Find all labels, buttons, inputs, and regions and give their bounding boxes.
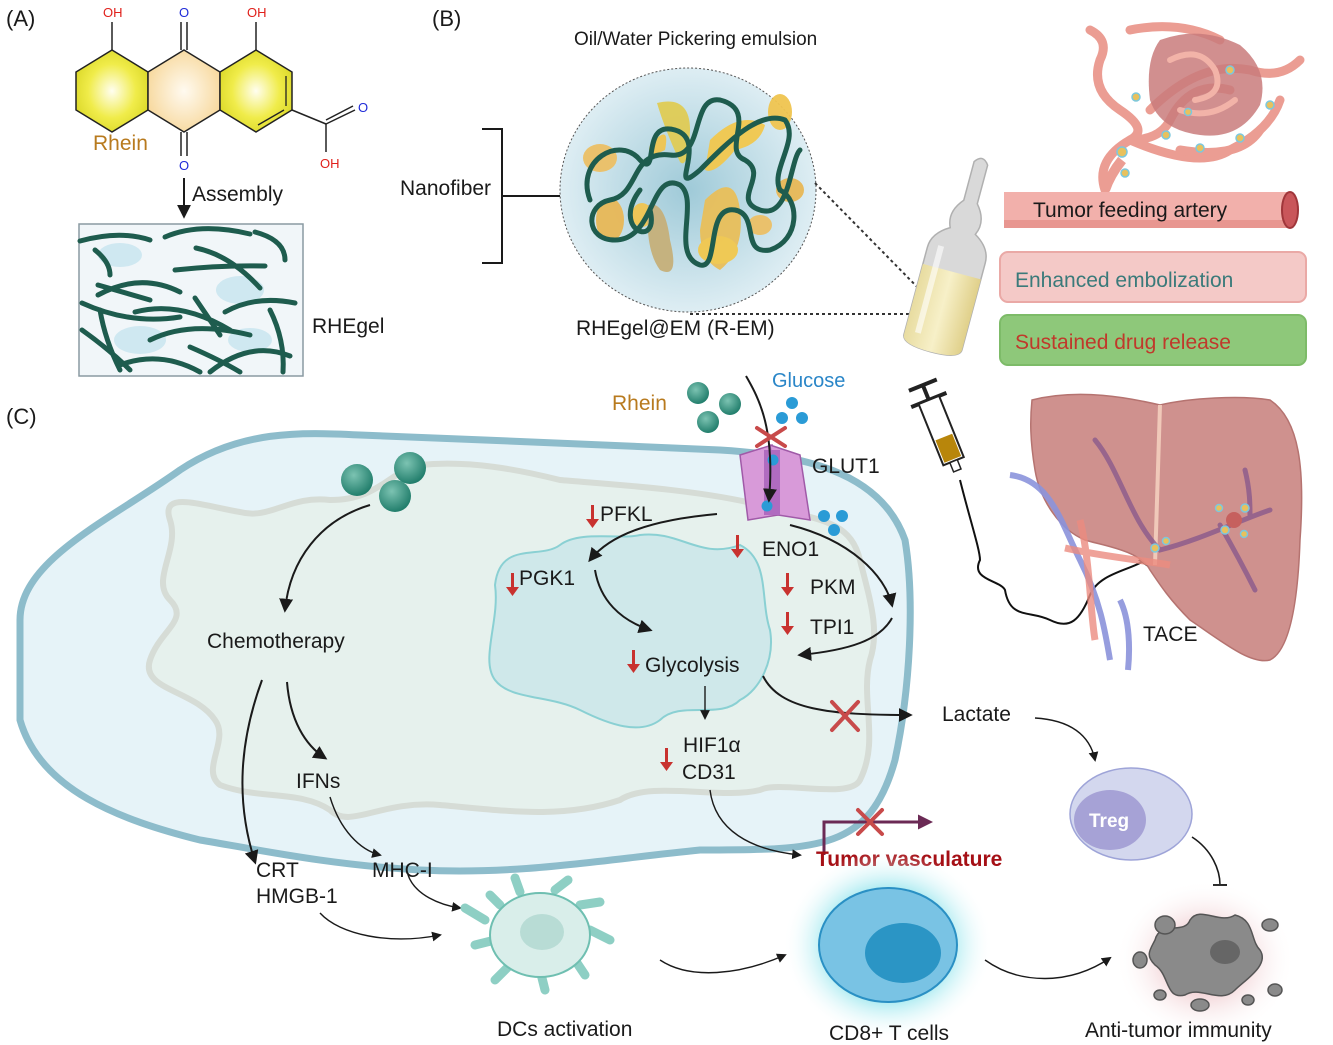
immunity-label: Anti-tumor immunity (1085, 1019, 1272, 1042)
enzyme-eno1: ENO1 (762, 538, 819, 561)
dendritic-cell (460, 873, 615, 995)
rhegel-box (77, 223, 304, 377)
enzyme-pkm: PKM (810, 576, 856, 599)
panel-a-label: (A) (6, 6, 35, 31)
emulsion-title: Oil/Water Pickering emulsion (574, 29, 817, 50)
down-arrow-tpi1 (781, 612, 794, 635)
dc-to-tcell-arrow (659, 953, 787, 974)
down-arrow-pkm (781, 573, 794, 596)
ifn-to-mhc-arrow (329, 796, 382, 858)
chemo-to-crt-arrow (241, 679, 263, 865)
vasculature-blocked-arrow (822, 808, 933, 855)
panel-c-label: (C) (6, 404, 37, 429)
down-arrow-pgk1 (506, 573, 519, 596)
dying-tumor-icon (1115, 880, 1295, 1040)
tpi1-to-glycolysis-arrow (797, 617, 893, 661)
hmgb1-to-dc-arrow (319, 912, 442, 942)
effect-label: Enhanced embolization (1015, 269, 1233, 292)
lactate-label: Lactate (942, 703, 1011, 726)
rhein-to-chemo-arrow (279, 504, 371, 613)
enzyme-pfkl: PFKL (600, 503, 653, 526)
glycolysis-to-lactate-arrow (762, 675, 913, 722)
atom-o-bottom: O (179, 158, 189, 173)
ring-middle (147, 49, 221, 133)
treg-inhibit-line (1191, 836, 1221, 886)
pathway-arrow-right (789, 524, 897, 608)
lactate-to-treg-arrow (1034, 717, 1099, 762)
artery-label: Tumor feeding artery (1033, 199, 1228, 222)
dc-label: DCs activation (497, 1018, 632, 1041)
down-arrow-eno1 (731, 535, 744, 558)
atom-o-carboxyl: O (358, 100, 368, 115)
zoom-line-top (814, 182, 931, 301)
catheter (959, 479, 1152, 625)
syringe-icon (908, 377, 966, 473)
down-arrow-hif (660, 748, 673, 771)
rhein-molecule: OH O OH O O OH Rhein (75, 5, 368, 173)
lactate-inhibit-x (830, 700, 860, 732)
glucose-uptake-arrow (745, 375, 777, 503)
down-arrow-glycolysis (627, 650, 640, 673)
hif1a-label: HIF1α (683, 734, 741, 757)
gel-fibers (77, 226, 298, 375)
tumor-vessels-icon (1085, 22, 1305, 195)
panel-b: (B) Oil/Water Pickering emulsion Nanofib… (400, 6, 1307, 366)
ifn-label: IFNs (296, 770, 340, 793)
down-arrow-pfkl (586, 505, 599, 528)
glucose-molecules (776, 397, 848, 536)
enzyme-pgk1: PGK1 (519, 567, 575, 590)
ring-left (75, 49, 149, 133)
cd31-to-vasculature-arrow (709, 789, 802, 860)
glycolysis-label: Glycolysis (645, 654, 740, 677)
mhc-to-dc-arrow (407, 874, 462, 912)
artery-tube: Tumor feeding artery (1004, 191, 1299, 229)
nanofiber-label: Nanofiber (400, 177, 491, 200)
emulsion-fiber (584, 97, 803, 268)
enzyme-tpi1: TPI1 (810, 616, 854, 639)
tcell-label: CD8+ T cells (829, 1022, 949, 1045)
glucose-label: Glucose (772, 370, 845, 392)
effect-sustained-release: Sustained drug release (999, 314, 1307, 366)
atom-oh-left: OH (103, 5, 123, 20)
treg-label: Treg (1089, 811, 1129, 832)
mitochondria-organelle (488, 533, 772, 729)
emulsion-droplet (559, 67, 817, 313)
glut1-transporter (739, 443, 811, 521)
rhein-label: Rhein (93, 132, 148, 155)
effect-enhanced-embolization: Enhanced embolization (999, 251, 1307, 303)
pgk1-to-glycolysis-arrow (594, 569, 653, 634)
cd8-t-cell (783, 850, 993, 1040)
treg-cell: Treg (1069, 767, 1193, 861)
hmgb1-label: HMGB-1 (256, 885, 338, 908)
vial-icon (903, 157, 989, 356)
panel-c: (C) Chemotherapy Rhein Glucose (6, 370, 1303, 1045)
panel-a: (A) OH O OH O O OH Rhein Assembl (6, 5, 384, 377)
rhein-outside-label: Rhein (612, 392, 667, 415)
rhegel-label: RHEgel (312, 315, 384, 338)
liver-icon (1009, 393, 1303, 671)
glut1-inhibit-x (755, 426, 787, 448)
tace-label: TACE (1143, 623, 1197, 646)
cd31-label: CD31 (682, 761, 736, 784)
ring-right (219, 49, 293, 133)
panel-b-label: (B) (432, 6, 461, 31)
atom-oh-right: OH (247, 5, 267, 20)
crt-label: CRT (256, 859, 299, 882)
mhc-label: MHC-I (372, 859, 433, 882)
assembly-label: Assembly (192, 183, 284, 206)
chemotherapy-label: Chemotherapy (207, 630, 345, 653)
glut1-label: GLUT1 (812, 455, 880, 478)
chemo-to-ifn-arrow (286, 681, 328, 760)
rhein-beads-outside (687, 382, 741, 433)
atom-oh-carboxyl: OH (320, 156, 340, 171)
tcell-to-tumor-arrow (984, 956, 1112, 980)
pathway-arrow-left (588, 513, 718, 563)
rhein-beads-inside (341, 452, 426, 512)
effect-label: Sustained drug release (1015, 331, 1231, 354)
atom-o-top: O (179, 5, 189, 20)
emulsion-label: RHEgel@EM (R-EM) (576, 317, 775, 340)
